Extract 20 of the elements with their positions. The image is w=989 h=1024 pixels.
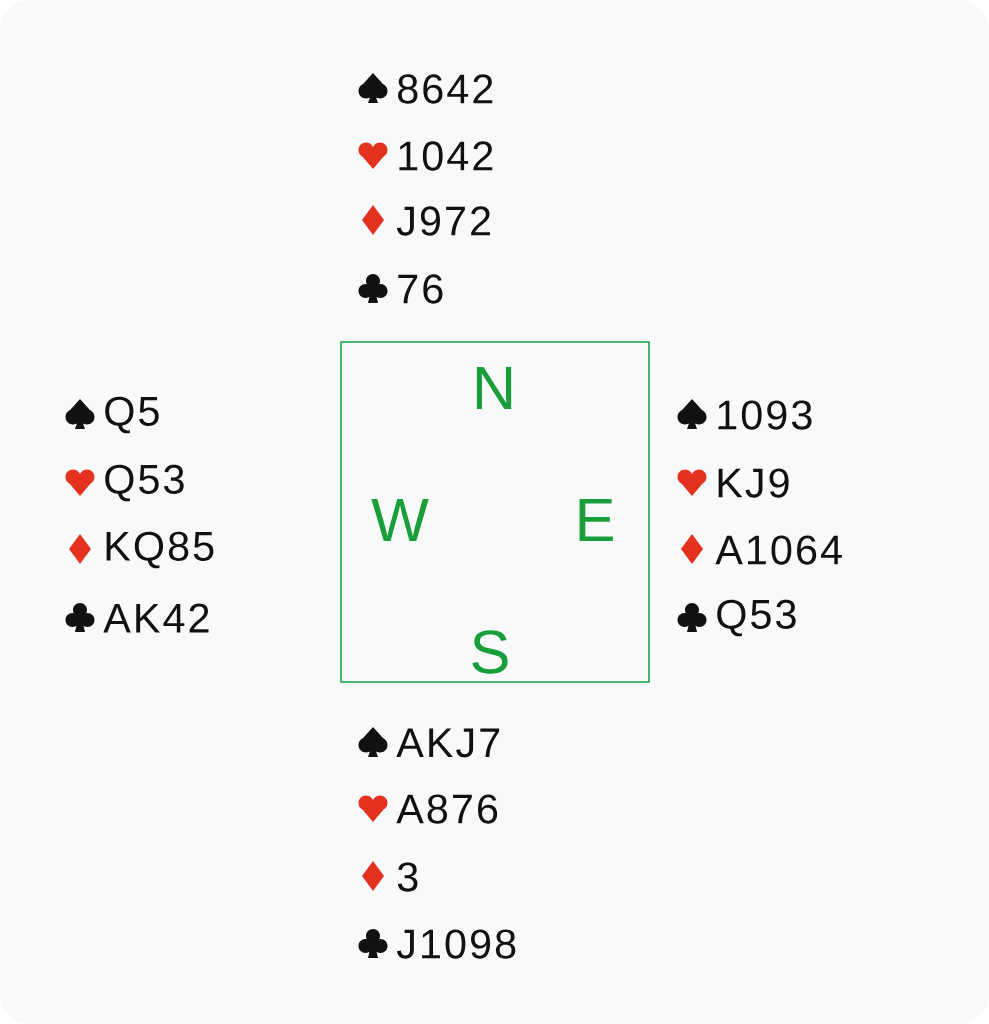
card-holding: 1042: [399, 141, 493, 171]
card-holding: Q53: [717, 599, 796, 637]
card-holding: 8642: [398, 74, 493, 104]
card-holding: Q53: [105, 464, 184, 502]
card-holding: 3: [397, 862, 418, 892]
card-holding: KJ9: [718, 468, 789, 498]
compass-letter: E: [579, 498, 613, 542]
card-holding: AK42: [103, 603, 209, 633]
card-holding: 76: [398, 274, 443, 304]
card-holding: AKJ7: [396, 728, 500, 758]
card-holding: Q5: [105, 396, 159, 434]
compass-letter: W: [371, 498, 429, 542]
compass-letter: S: [472, 630, 508, 674]
compass-letter: N: [476, 366, 512, 410]
card-holding: A876: [396, 794, 498, 824]
card-holding: A1064: [715, 535, 842, 565]
card-holding: J972: [396, 206, 490, 236]
card-holding: J1098: [396, 929, 516, 959]
card-holding: 1093: [718, 400, 812, 430]
card-holding: KQ85: [106, 531, 214, 569]
